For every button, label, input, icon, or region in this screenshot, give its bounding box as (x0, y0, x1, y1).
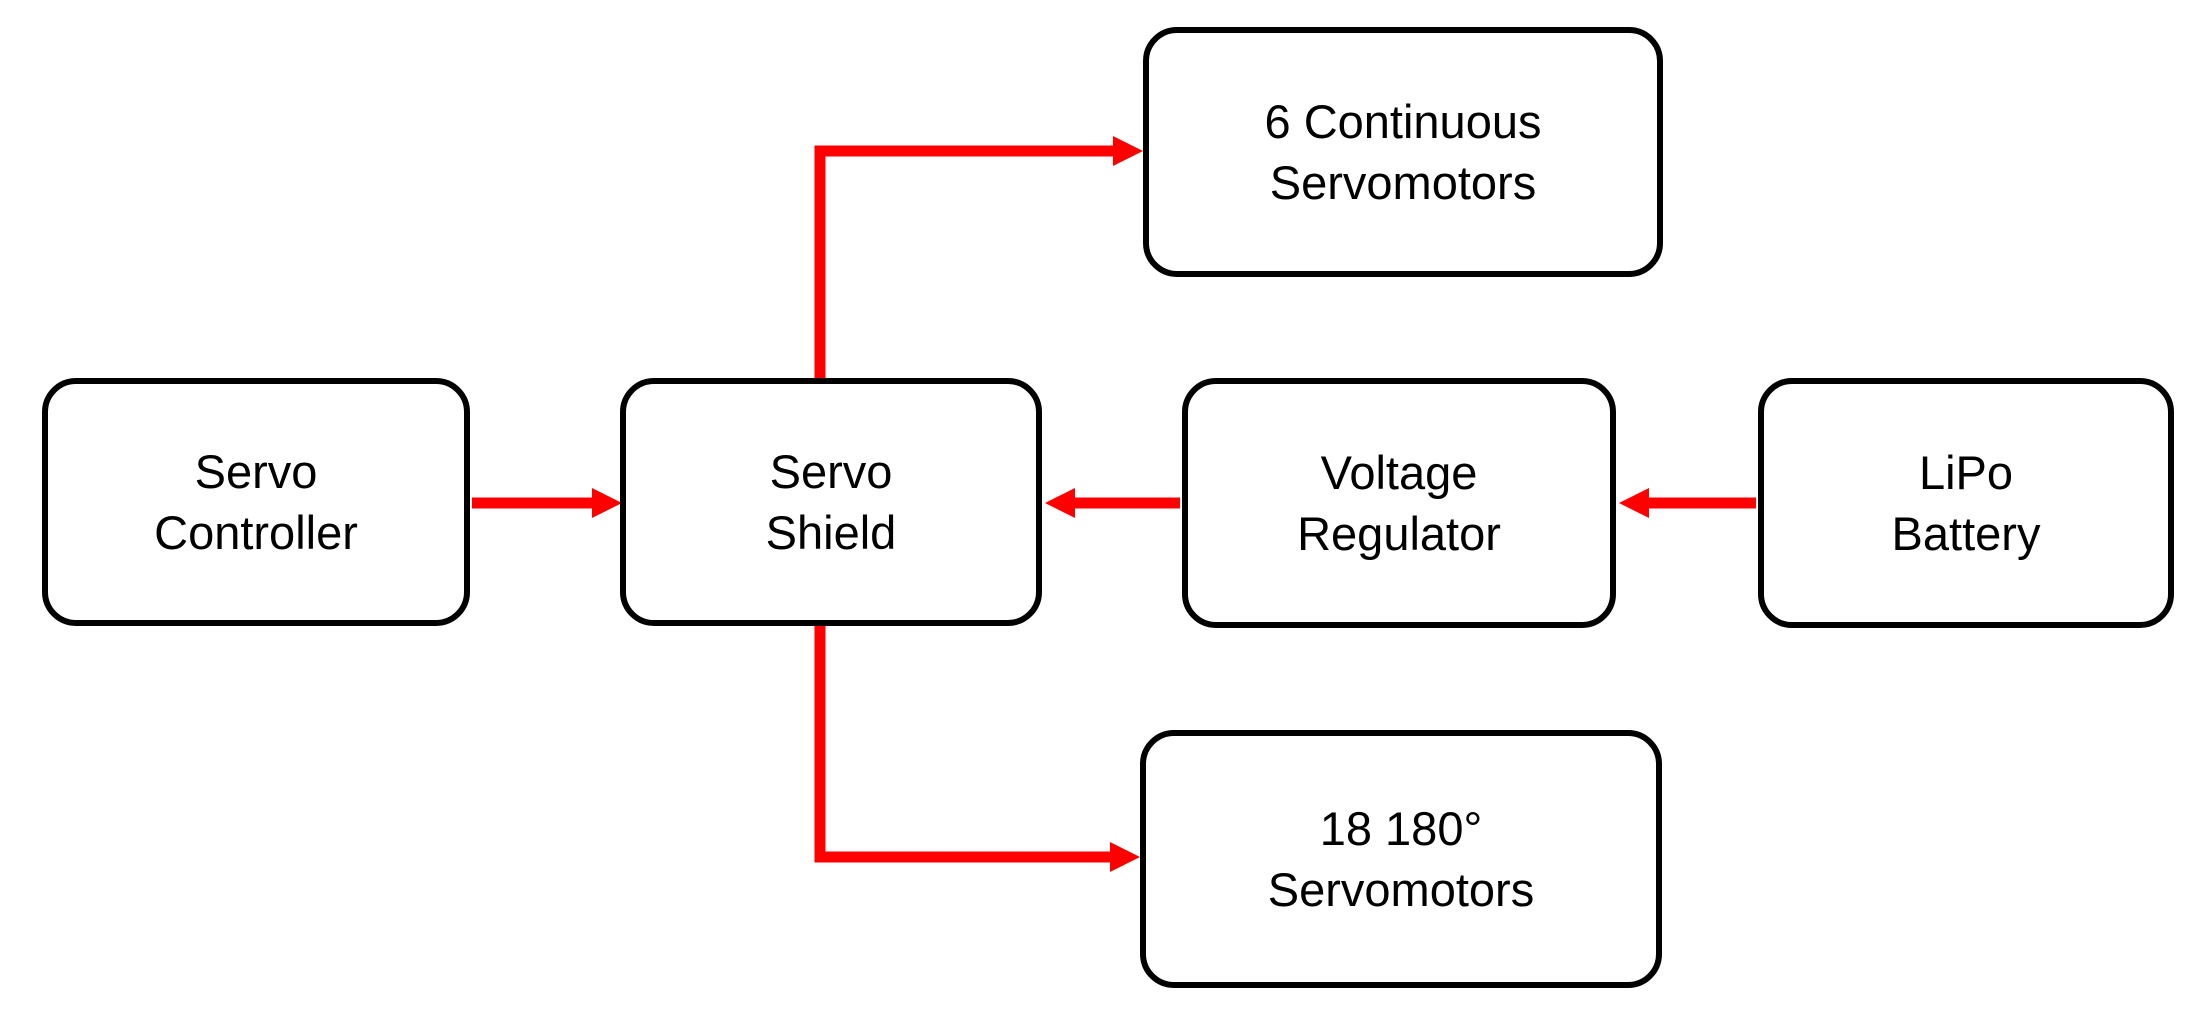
edge-line (814, 623, 1112, 863)
edge-lipo-battery-to-voltage-regulator (1619, 488, 1756, 518)
node-continuous-servomotors: 6 Continuous Servomotors (1143, 27, 1663, 277)
node-voltage-regulator: Voltage Regulator (1182, 378, 1616, 628)
node-label: 6 Continuous Servomotors (1264, 94, 1542, 209)
node-servo-shield: Servo Shield (620, 378, 1042, 626)
arrowhead-right-icon (1113, 136, 1143, 166)
arrowhead-right-icon (592, 488, 622, 518)
edge-voltage-regulator-to-servo-shield (1045, 488, 1180, 518)
node-label: Servo Controller (154, 444, 358, 559)
node-label: Servo Shield (765, 444, 897, 559)
edge-servo-shield-to-continuous-servomotors (814, 136, 1143, 381)
edge-line (814, 145, 1115, 381)
arrowhead-left-icon (1045, 488, 1075, 518)
edge-servo-controller-to-servo-shield (472, 488, 622, 518)
arrowhead-right-icon (1110, 842, 1140, 872)
node-label: 18 180° Servomotors (1267, 801, 1535, 916)
node-servomotors-180: 18 180° Servomotors (1140, 730, 1662, 988)
edge-servo-shield-to-servomotors-180 (814, 623, 1140, 872)
node-servo-controller: Servo Controller (42, 378, 470, 626)
node-label: Voltage Regulator (1297, 445, 1501, 560)
node-lipo-battery: LiPo Battery (1758, 378, 2174, 628)
arrowhead-left-icon (1619, 488, 1649, 518)
node-label: LiPo Battery (1891, 445, 2041, 560)
